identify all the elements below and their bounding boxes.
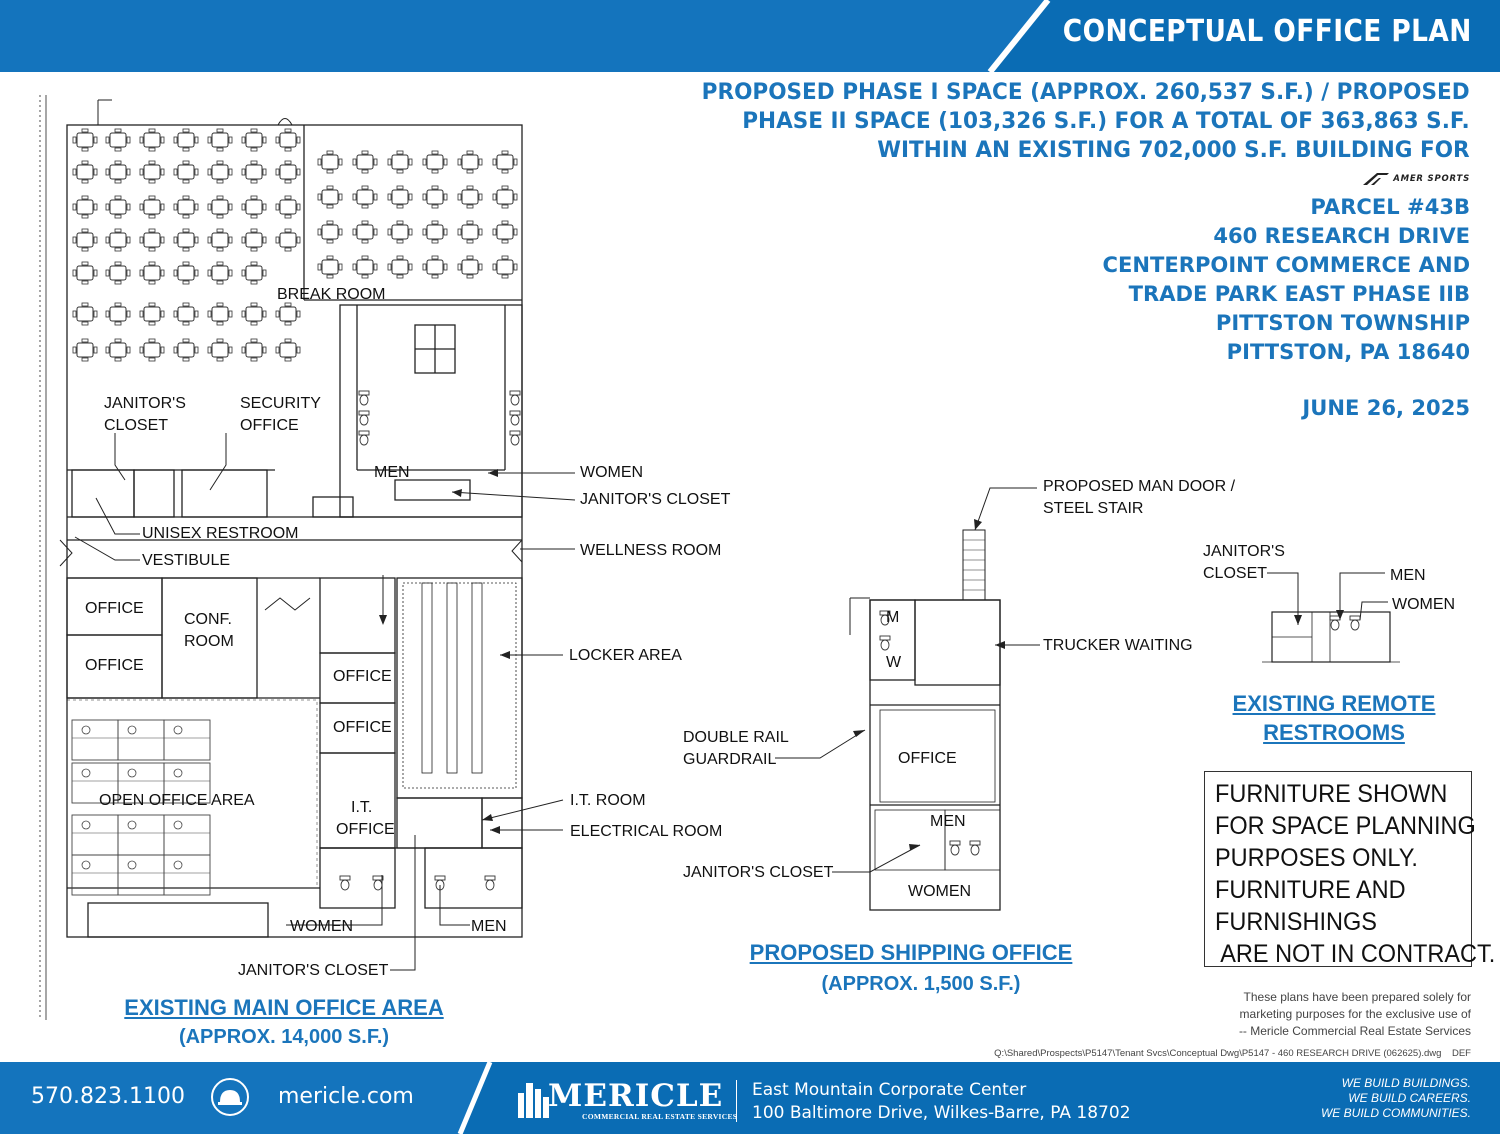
shipping-office-title: PROPOSED SHIPPING OFFICE: [749, 940, 1073, 965]
address-line: TRADE PARK EAST PHASE IIB: [1128, 282, 1470, 307]
label-unisex-restroom: UNISEX RESTROOM: [142, 525, 299, 542]
footer-brand: MERICLE: [548, 1078, 724, 1114]
label-men: MEN: [471, 918, 507, 935]
footer-tagline: WE BUILD COMMUNITIES.: [1320, 1106, 1471, 1120]
plan-date: JUNE 26, 2025: [1302, 396, 1470, 421]
label-janitors-closet: JANITOR'S: [1203, 543, 1285, 560]
project-description: PROPOSED PHASE I SPACE (APPROX. 260,537 …: [702, 78, 1470, 165]
footer-address-line: East Mountain Corporate Center: [752, 1080, 1027, 1100]
label-it-office: OFFICE: [336, 821, 395, 838]
label-security-office: OFFICE: [240, 417, 299, 434]
shipping-office-area: (APPROX. 1,500 S.F.): [821, 973, 1021, 995]
description-line: WITHIN AN EXISTING 702,000 S.F. BUILDING…: [877, 138, 1470, 163]
address-line: CENTERPOINT COMMERCE AND: [1102, 253, 1470, 278]
label-wellness-room: WELLNESS ROOM: [580, 542, 722, 559]
label-janitors-closet: JANITOR'S: [104, 395, 186, 412]
label-it-room: I.T. ROOM: [570, 792, 646, 809]
label-janitors-closet: JANITOR'S CLOSET: [238, 962, 389, 979]
remote-restrooms-title: RESTROOMS: [1263, 720, 1405, 745]
mericle-skyline-logo-icon: [518, 1083, 549, 1118]
label-guardrail: DOUBLE RAIL: [683, 729, 789, 746]
label-office: OFFICE: [898, 750, 957, 767]
disclaimer-line: These plans have been prepared solely fo…: [1243, 990, 1471, 1004]
main-office-area: (APPROX. 14,000 S.F.): [178, 1026, 390, 1048]
footer-brand-subtitle: COMMERCIAL REAL ESTATE SERVICES: [582, 1112, 738, 1121]
label-women: WOMEN: [908, 883, 972, 900]
address-line: 460 RESEARCH DRIVE: [1213, 224, 1470, 249]
client-name: AMER SPORTS: [1393, 174, 1470, 184]
label-trucker-waiting: TRUCKER WAITING: [1043, 637, 1193, 654]
footer-website-link[interactable]: mericle.com: [278, 1084, 414, 1109]
label-w: W: [886, 654, 902, 671]
label-women: WOMEN: [290, 918, 354, 935]
label-man-door: PROPOSED MAN DOOR /: [1043, 478, 1236, 495]
main-office-title: EXISTING MAIN OFFICE AREA: [124, 995, 444, 1020]
amer-sports-logo-icon: [1363, 173, 1390, 185]
label-janitors-closet-callout: JANITOR'S CLOSET: [580, 491, 731, 508]
label-security-office: SECURITY: [240, 395, 321, 412]
note-line: FURNITURE AND: [1215, 876, 1406, 904]
label-women: WOMEN: [1392, 596, 1456, 613]
label-locker-area: LOCKER AREA: [569, 647, 682, 664]
label-office: OFFICE: [85, 657, 144, 674]
footer-address-line: 100 Baltimore Drive, Wilkes-Barre, PA 18…: [752, 1103, 1131, 1123]
label-men: MEN: [930, 813, 966, 830]
hard-hat-icon: [211, 1078, 249, 1116]
address-line: PARCEL #43B: [1310, 195, 1470, 220]
label-m: M: [886, 609, 900, 626]
label-guardrail: GUARDRAIL: [683, 751, 777, 768]
furniture-note: FURNITURE SHOWN FOR SPACE PLANNING PURPO…: [1204, 771, 1496, 968]
description-line: PROPOSED PHASE I SPACE (APPROX. 260,537 …: [702, 80, 1470, 105]
address-line: PITTSTON TOWNSHIP: [1215, 311, 1470, 336]
site-address: PARCEL #43B 460 RESEARCH DRIVE CENTERPOI…: [1102, 193, 1470, 367]
label-janitors-closet: CLOSET: [104, 417, 169, 434]
note-line: FOR SPACE PLANNING: [1215, 812, 1476, 840]
client-logo: AMER SPORTS: [1363, 170, 1470, 188]
note-line: ARE NOT IN CONTRACT.: [1215, 940, 1496, 968]
note-line: FURNITURE SHOWN: [1215, 780, 1448, 808]
remote-restrooms-title: EXISTING REMOTE: [1232, 691, 1436, 716]
footer-divider: [736, 1080, 737, 1122]
file-path: Q:\Shared\Prospects\P5147\Tenant Svcs\Co…: [994, 1048, 1471, 1059]
label-man-door: STEEL STAIR: [1043, 500, 1144, 517]
label-janitors-closet: CLOSET: [1203, 565, 1268, 582]
label-conf-room: ROOM: [184, 633, 234, 650]
page-title: CONCEPTUAL OFFICE PLAN: [1062, 14, 1472, 49]
label-office: OFFICE: [333, 719, 392, 736]
footer-tagline: WE BUILD CAREERS.: [1348, 1091, 1471, 1105]
footer-phone[interactable]: 570.823.1100: [31, 1084, 185, 1109]
label-women: WOMEN: [580, 464, 644, 481]
description-line: PHASE II SPACE (103,326 S.F.) FOR A TOTA…: [742, 109, 1470, 134]
note-line: PURPOSES ONLY.: [1215, 844, 1418, 872]
address-line: PITTSTON, PA 18640: [1226, 340, 1470, 365]
label-electrical-room: ELECTRICAL ROOM: [570, 823, 723, 840]
header-band: [0, 0, 1500, 72]
footer-band: [0, 1062, 1500, 1134]
label-janitors-closet: JANITOR'S CLOSET: [683, 864, 834, 881]
label-open-office-area: OPEN OFFICE AREA: [99, 792, 255, 809]
label-office: OFFICE: [85, 600, 144, 617]
label-office: OFFICE: [333, 668, 392, 685]
disclaimer-line: marketing purposes for the exclusive use…: [1239, 1007, 1471, 1021]
label-men: MEN: [1390, 567, 1426, 584]
label-vestibule: VESTIBULE: [142, 552, 231, 569]
label-break-room: BREAK ROOM: [277, 286, 386, 303]
disclaimer-line: -- Mericle Commercial Real Estate Servic…: [1238, 1024, 1471, 1038]
footer-tagline: WE BUILD BUILDINGS.: [1341, 1076, 1471, 1090]
note-line: FURNISHINGS: [1215, 908, 1377, 936]
label-men: MEN: [374, 464, 410, 481]
label-it-office: I.T.: [351, 799, 373, 816]
disclaimer: These plans have been prepared solely fo…: [1239, 989, 1471, 1040]
label-conf-room: CONF.: [184, 611, 232, 628]
